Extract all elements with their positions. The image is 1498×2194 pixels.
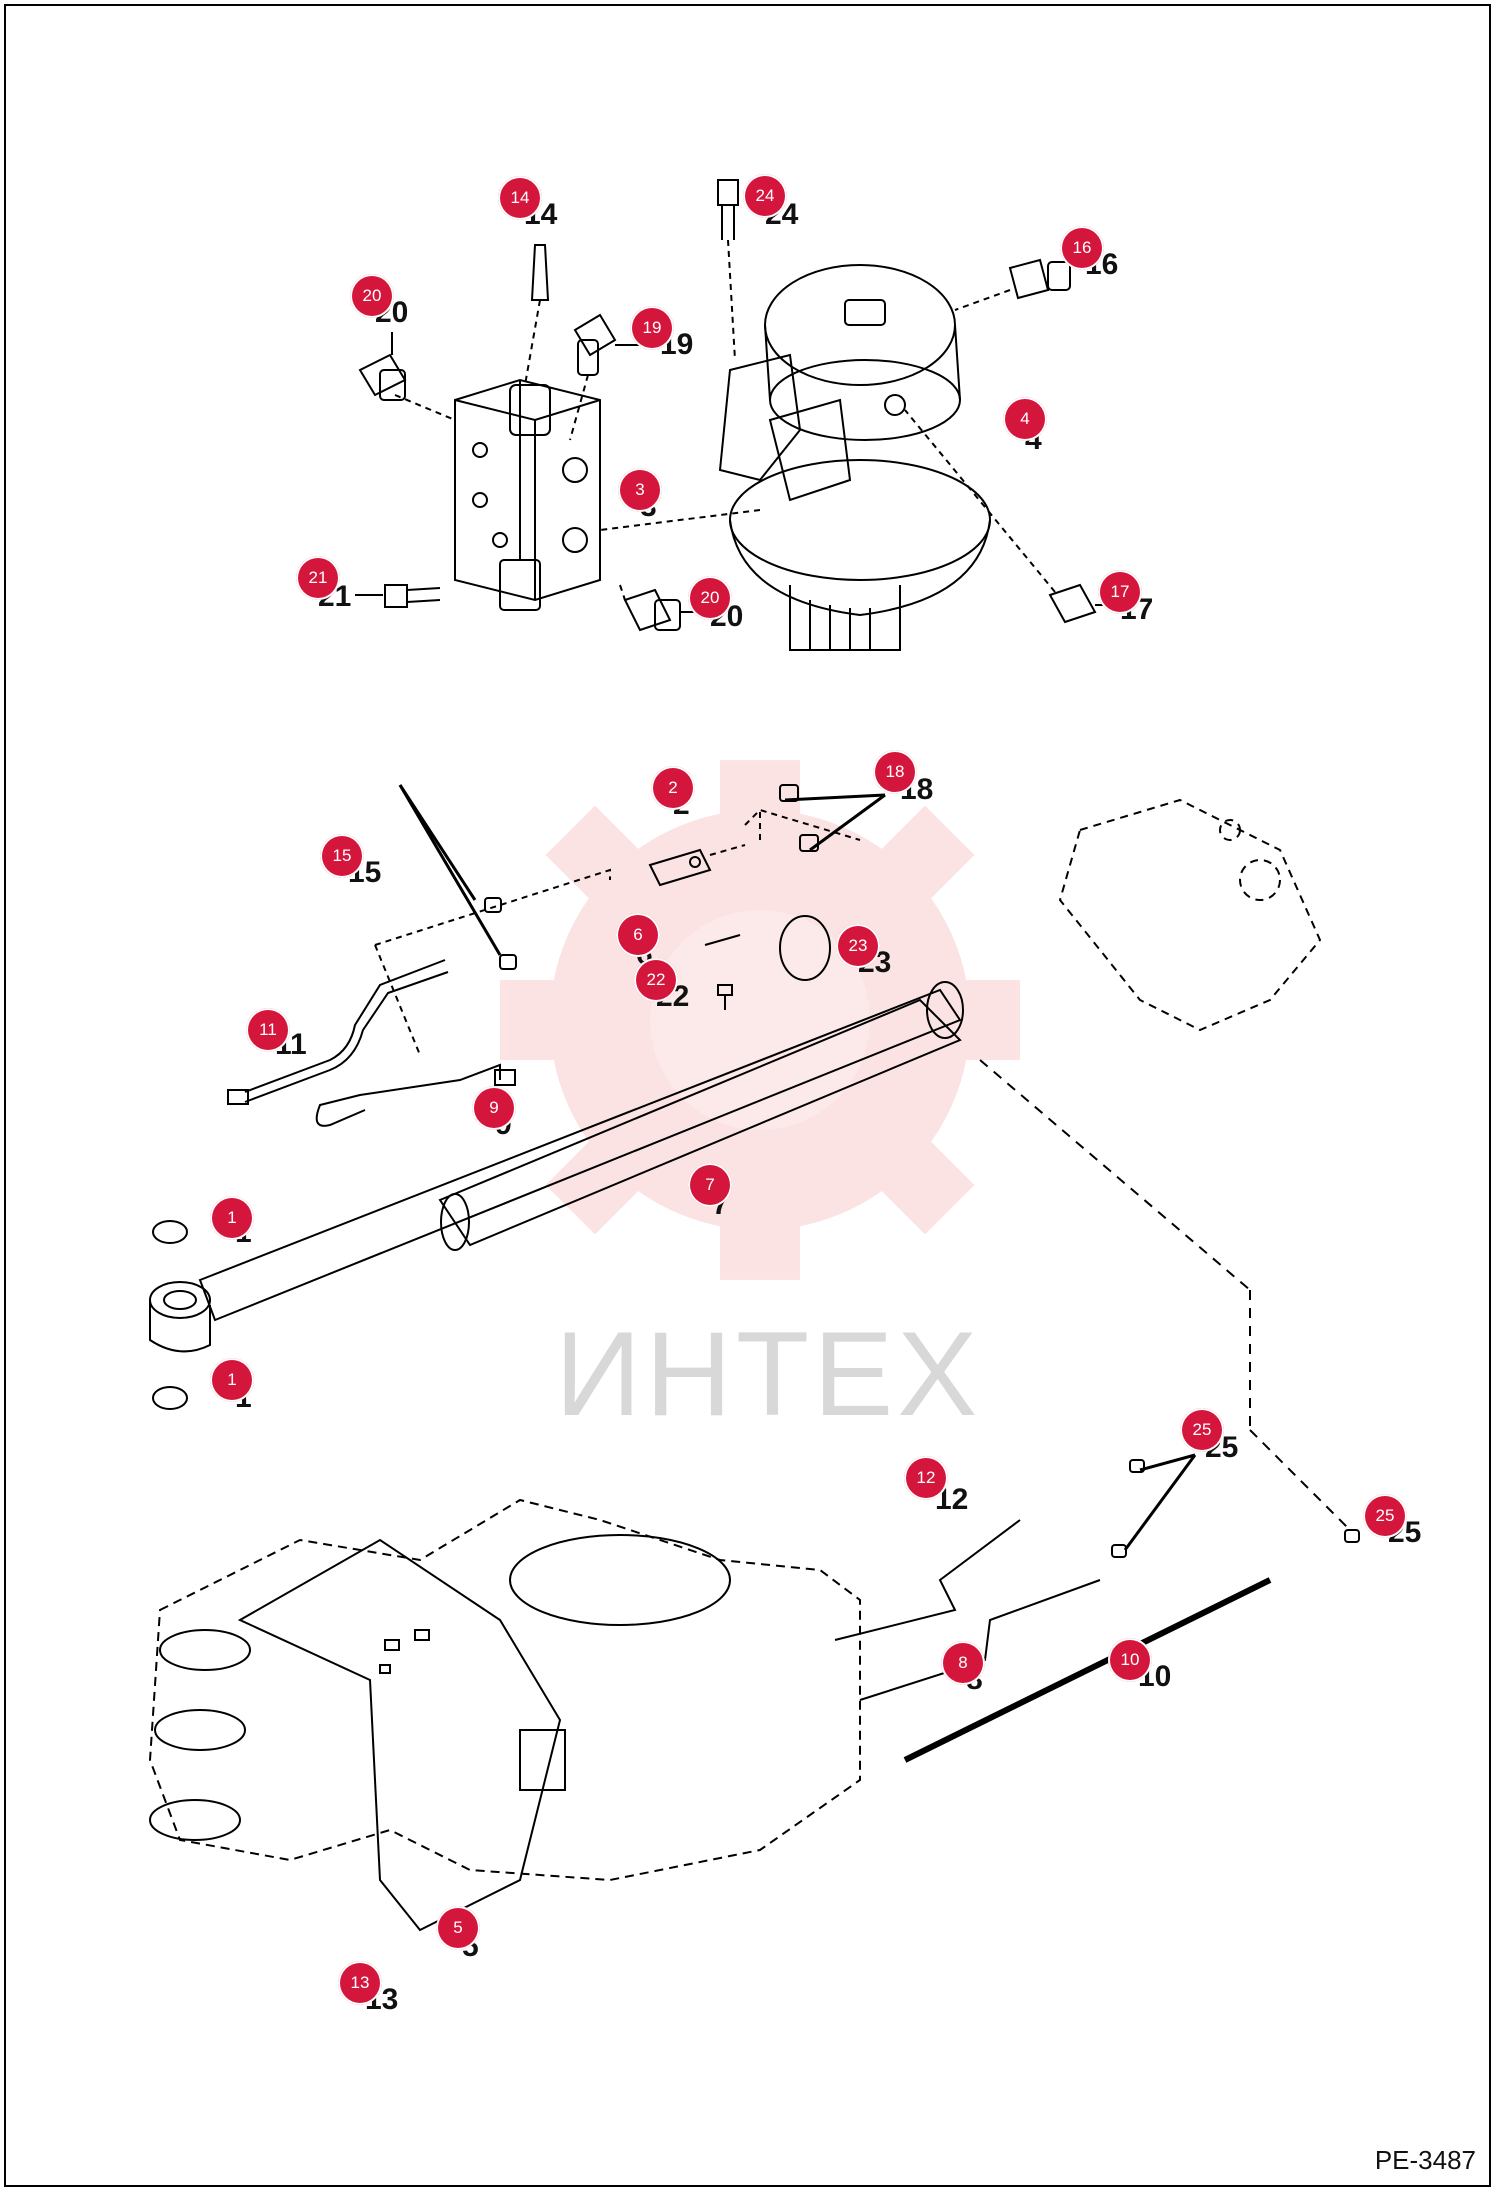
- callout-13[interactable]: 13: [338, 1961, 382, 2005]
- clamp-23: [779, 915, 831, 981]
- callout-5[interactable]: 5: [436, 1906, 480, 1950]
- watermark-gear-inner: [650, 910, 870, 1130]
- hose-12: [834, 1519, 1021, 1641]
- callout-19[interactable]: 19: [630, 306, 674, 350]
- swing-motor-4: [718, 264, 991, 651]
- fittings-15: [374, 868, 611, 1056]
- callout-23[interactable]: 23: [836, 924, 880, 968]
- callout-2[interactable]: 2: [651, 766, 695, 810]
- callout-21[interactable]: 21: [296, 556, 340, 600]
- elbow-fitting-20-upper: [358, 332, 456, 421]
- callout-12[interactable]: 12: [904, 1456, 948, 1500]
- relief-valve-block: [454, 378, 601, 611]
- callout-25-right[interactable]: 25: [1363, 1494, 1407, 1538]
- callout-7[interactable]: 7: [688, 1163, 732, 1207]
- drawing-frame: [4, 4, 1491, 2187]
- hose-8: [859, 1579, 1101, 1701]
- watermark-text: ИНТЕХ: [555, 1307, 982, 1441]
- fittings-25: [1111, 1459, 1360, 1558]
- bolt-22: [717, 984, 733, 1010]
- callout-17[interactable]: 17: [1098, 570, 1142, 614]
- elbow-fitting-19: [569, 313, 645, 441]
- bolt-21: [355, 584, 441, 608]
- bolt-24: [717, 179, 739, 361]
- fitting-16: [954, 258, 1071, 311]
- callout-20-upper[interactable]: 20: [350, 274, 394, 318]
- callout-20-lower[interactable]: 20: [688, 576, 732, 620]
- block-2: [648, 844, 746, 887]
- callout-15[interactable]: 15: [320, 834, 364, 878]
- swing-cylinder-7: [149, 981, 964, 1353]
- callout-1-upper[interactable]: 1: [210, 1196, 254, 1240]
- swing-frame: [148, 1498, 861, 1932]
- callout-1-lower[interactable]: 1: [210, 1358, 254, 1402]
- hydraulic-line-11: [227, 959, 449, 1105]
- pin-6: [704, 934, 741, 946]
- o-ring-1-lower: [152, 1386, 188, 1410]
- o-ring-1-upper: [152, 1220, 188, 1244]
- hose-10: [903, 1577, 1272, 1763]
- callout-22[interactable]: 22: [634, 958, 678, 1002]
- callout-9[interactable]: 9: [472, 1086, 516, 1130]
- callout-6[interactable]: 6: [616, 913, 660, 957]
- boom-swing-mount: [1058, 798, 1322, 1032]
- callout-10[interactable]: 10: [1108, 1638, 1152, 1682]
- fittings-5-13: [379, 1629, 430, 1674]
- callout-25-upper[interactable]: 25: [1180, 1408, 1224, 1452]
- page-code: PE-3487: [1374, 2145, 1476, 2175]
- leader-lines: [398, 784, 1197, 1551]
- callout-8[interactable]: 8: [941, 1641, 985, 1685]
- callout-4[interactable]: 4: [1003, 397, 1047, 441]
- callout-16[interactable]: 16: [1060, 226, 1104, 270]
- callout-3[interactable]: 3: [618, 468, 662, 512]
- callout-18[interactable]: 18: [873, 750, 917, 794]
- callout-14[interactable]: 14: [498, 176, 542, 220]
- callout-24[interactable]: 24: [743, 174, 787, 218]
- hydraulic-line-9: [315, 1063, 516, 1127]
- callout-11[interactable]: 11: [246, 1008, 290, 1052]
- elbow-fitting-17: [904, 409, 1115, 624]
- fitting-14: [524, 244, 550, 386]
